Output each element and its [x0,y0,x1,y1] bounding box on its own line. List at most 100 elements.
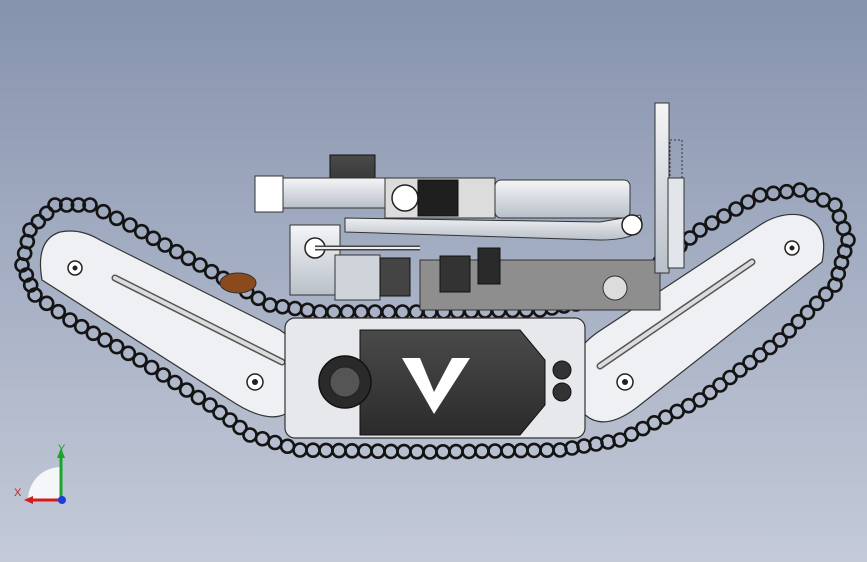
track-link [202,397,218,413]
track-link [722,369,738,386]
track-link [279,438,296,455]
track-link [742,354,758,371]
chassis [284,259,661,439]
track-link [30,213,47,230]
track-link [396,443,412,460]
track-link [27,287,43,303]
track-link [73,318,90,335]
track-link [305,442,321,459]
track-link [325,304,342,320]
track-link [344,442,360,459]
track-link [799,304,816,321]
track-link [808,295,825,312]
brand-logo [402,358,470,414]
housing-knob [602,275,628,301]
track-link [85,325,102,342]
track-link [203,263,220,280]
arm-elbow-joint [621,214,643,236]
track-link [765,185,782,202]
track-link [740,194,756,210]
wrist-electronics [417,179,459,217]
track-link [394,304,411,320]
arm-gear-pack [379,257,411,297]
antenna-spring [669,139,683,181]
track-link [435,443,451,460]
track-link [122,217,138,233]
track-link [752,187,768,203]
track-link [178,382,195,398]
track-link [38,295,55,312]
track-link [212,404,228,421]
track-link [242,427,258,443]
axis-triad: Y X [14,443,66,504]
track-link [274,298,291,315]
track-link [167,374,183,391]
track-link [781,323,797,339]
track-link [145,230,162,247]
track-link [539,442,555,459]
arm-forearm [494,179,631,219]
track-link [192,257,208,273]
track-link [108,210,125,227]
track-link [38,205,55,222]
track-link [190,389,207,406]
track-link [728,201,744,217]
wrist-roll-joint [391,184,419,212]
track-link [762,339,778,356]
track-link [792,182,808,198]
track-link [339,304,356,320]
track-link [367,304,383,320]
track-link [474,443,490,460]
track-link [716,208,732,224]
track-link [292,442,308,458]
track-link [287,300,303,317]
track-link [818,286,834,302]
track-link [58,197,75,213]
track-link [778,183,795,200]
arm-camera-mount [439,255,471,293]
track-link [353,304,370,320]
antenna-mast [654,102,670,274]
track-link [120,345,137,362]
track-link [692,392,708,408]
track-link [461,443,477,460]
track-link [95,203,112,220]
track-link [732,362,748,378]
track-link [370,443,386,460]
track-link [500,442,516,459]
track-link [692,222,708,238]
track-link [222,412,238,428]
chassis-bolt-right [552,360,572,380]
track-link [772,332,788,348]
track-link [331,442,347,459]
track-link [82,197,98,213]
track-link [70,197,87,213]
arm-upper-link [344,214,642,241]
track-link [513,442,529,459]
track-link [704,215,720,231]
track-link [487,443,503,459]
track-link [312,304,328,320]
y-axis-arrowhead [57,448,65,458]
y-axis-label: Y [58,443,66,455]
track-link [262,297,278,313]
arm-drive-unit [477,247,501,285]
track-link [712,377,728,393]
track-link [752,347,768,363]
right-flipper [568,213,825,423]
track-link [409,443,425,460]
track-link [47,197,63,213]
track-link [380,304,397,320]
track-link [790,313,807,330]
arm-motor-block [334,254,381,301]
track-link [97,332,113,348]
gripper-jaw [254,175,284,213]
x-axis-label: X [14,487,22,499]
track-link [168,243,185,260]
track-link [180,250,197,267]
track-link [267,434,283,451]
track-link [50,303,67,320]
x-axis-arrowhead [24,496,33,504]
